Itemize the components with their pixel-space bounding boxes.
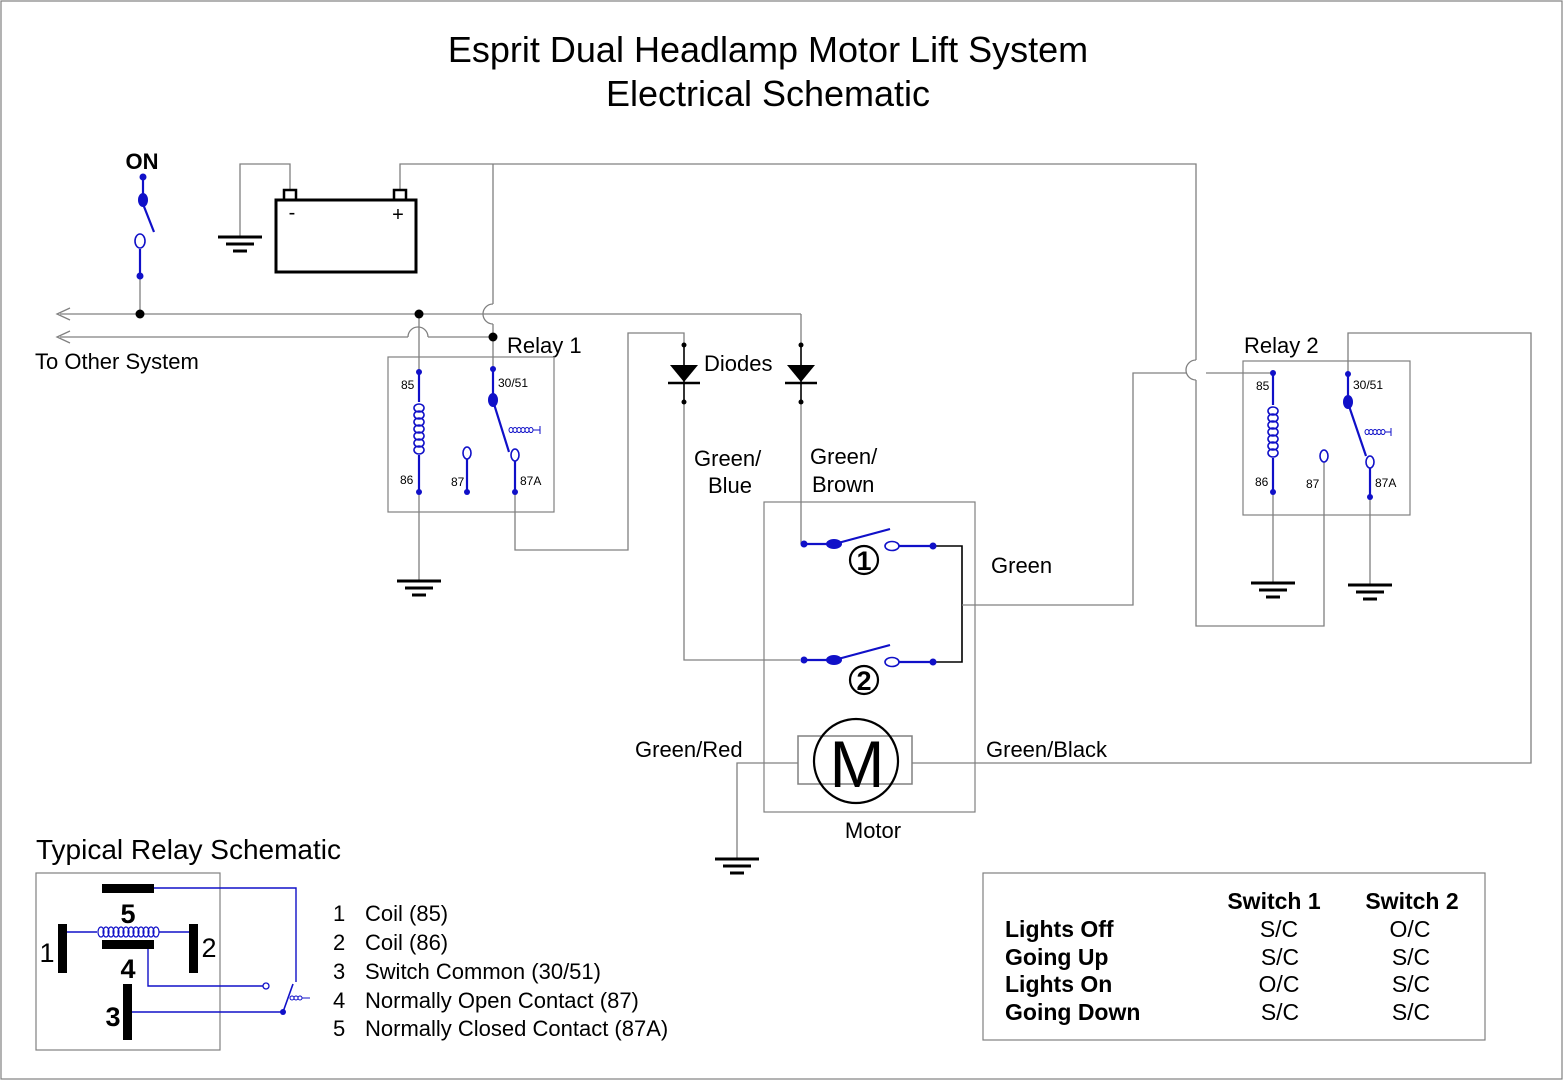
- table-row-2-state: Going Up: [1005, 944, 1108, 970]
- green-blue-label-2: Blue: [708, 473, 752, 498]
- table-row-3-s1: O/C: [1259, 971, 1300, 997]
- battery-plus-label: +: [392, 204, 404, 226]
- table-row-2-s1: S/C: [1261, 944, 1299, 970]
- ground-relay2-87a-icon: [1348, 583, 1392, 601]
- relay-1: Relay 1 85 86 87 30/51 87A: [387, 333, 582, 513]
- title-line-1: Esprit Dual Headlamp Motor Lift System: [448, 29, 1088, 70]
- motor-label: Motor: [845, 818, 901, 843]
- table-header-switch-2: Switch 2: [1365, 888, 1458, 914]
- typical-pin-5: 5: [120, 899, 135, 929]
- legend-num-4: 4: [333, 988, 345, 1013]
- title-line-2: Electrical Schematic: [606, 73, 930, 114]
- ground-battery-icon: [218, 235, 262, 253]
- ground-relay2-86-icon: [1251, 581, 1295, 599]
- table-row-1-s1: S/C: [1260, 916, 1298, 942]
- green-red-label: Green/Red: [635, 737, 743, 762]
- motor-letter: M: [830, 727, 885, 801]
- table-row-4-s1: S/C: [1261, 999, 1299, 1025]
- ground-symbols: [218, 235, 1392, 875]
- battery-minus-label: -: [289, 202, 296, 224]
- green-blue-label-1: Green/: [694, 446, 762, 471]
- table-row-2-s2: S/C: [1392, 944, 1430, 970]
- relay-2-label: Relay 2: [1244, 333, 1319, 358]
- legend-num-2: 2: [333, 930, 345, 955]
- typical-relay-schematic: Typical Relay Schematic 5 4 1 2 3 1 Coil…: [35, 834, 668, 1051]
- table-row-3-s2: S/C: [1392, 971, 1430, 997]
- relay-2-pin-3051: 30/51: [1353, 378, 1383, 392]
- diodes-label: Diodes: [704, 351, 772, 376]
- legend-text-1: Coil (85): [365, 901, 448, 926]
- relay-1-pin-86: 86: [400, 473, 414, 487]
- typical-relay-legend: 1 Coil (85) 2 Coil (86) 3 Switch Common …: [333, 901, 668, 1041]
- typical-pin-2: 2: [201, 933, 216, 963]
- junction-dots: [135, 309, 498, 342]
- green-black-label: Green/Black: [986, 737, 1108, 762]
- legend-text-2: Coil (86): [365, 930, 448, 955]
- table-row-1-state: Lights Off: [1005, 916, 1114, 942]
- table-row-4-s2: S/C: [1392, 999, 1430, 1025]
- relay-1-pin-85: 85: [401, 378, 415, 392]
- switch-state-table: Switch 1 Switch 2 Lights Off S/C O/C Goi…: [982, 872, 1486, 1041]
- switch-2-number: 2: [856, 666, 871, 696]
- green-brown-label-1: Green/: [810, 444, 878, 469]
- legend-text-5: Normally Closed Contact (87A): [365, 1016, 668, 1041]
- relay-1-pin-87: 87: [451, 475, 465, 489]
- relay-2-pin-85: 85: [1256, 379, 1270, 393]
- relay-1-pin-3051: 30/51: [498, 376, 528, 390]
- green-label: Green: [991, 553, 1052, 578]
- table-header-switch-1: Switch 1: [1227, 888, 1321, 914]
- ground-motor-icon: [715, 857, 759, 875]
- on-switch: ON: [126, 149, 159, 280]
- wiring: [55, 163, 1532, 858]
- table-row-1-s2: O/C: [1390, 916, 1431, 942]
- diodes: Diodes: [668, 342, 817, 405]
- ground-relay1-icon: [397, 579, 441, 597]
- relay-1-pin-87a: 87A: [520, 474, 541, 488]
- legend-num-5: 5: [333, 1016, 345, 1041]
- legend-text-3: Switch Common (30/51): [365, 959, 601, 984]
- typical-pin-4: 4: [120, 954, 135, 984]
- relay-2: Relay 2 85 86 87 30/51 87A: [1242, 333, 1411, 516]
- relay-1-label: Relay 1: [507, 333, 582, 358]
- typical-relay-title: Typical Relay Schematic: [36, 834, 341, 865]
- on-label: ON: [126, 149, 159, 174]
- table-row-4-state: Going Down: [1005, 999, 1140, 1025]
- typical-pin-3: 3: [105, 1002, 120, 1032]
- legend-num-3: 3: [333, 959, 345, 984]
- switch-1-number: 1: [856, 546, 871, 576]
- motor-assembly: 1 2 M Motor: [763, 501, 976, 843]
- relay-2-pin-86: 86: [1255, 475, 1269, 489]
- relay-2-pin-87: 87: [1306, 477, 1320, 491]
- battery: - +: [274, 188, 418, 274]
- legend-text-4: Normally Open Contact (87): [365, 988, 639, 1013]
- table-row-3-state: Lights On: [1005, 971, 1112, 997]
- to-other-system-label: To Other System: [35, 349, 199, 374]
- legend-num-1: 1: [333, 901, 345, 926]
- relay-2-pin-87a: 87A: [1375, 476, 1396, 490]
- typical-pin-1: 1: [39, 938, 54, 968]
- green-brown-label-2: Brown: [812, 472, 874, 497]
